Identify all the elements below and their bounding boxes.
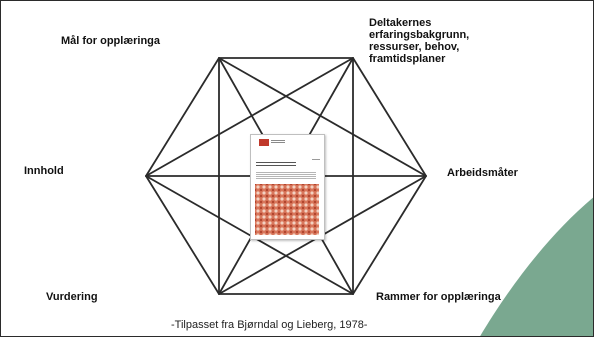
edge-bottomleft-left [145, 175, 220, 295]
edge-right-bottomright [352, 175, 427, 295]
label-participant-background: Deltakernes erfaringsbakgrunn, ressurser… [369, 17, 470, 65]
document-logo-lines [271, 140, 285, 141]
diagonal-left-bottomright [145, 175, 354, 295]
source-caption: -Tilpasset fra Bjørndal og Lieberg, 1978… [171, 319, 368, 331]
document-title-lines [256, 162, 296, 163]
document-cover-pattern [255, 184, 319, 235]
diagonal-topleft-right [218, 57, 427, 177]
logo-icon [259, 139, 269, 146]
label-framework: Rammer for opplæringa [376, 291, 501, 303]
edge-left-topleft [145, 57, 220, 177]
edge-topright-right [352, 57, 427, 177]
label-goals: Mål for opplæringa [61, 35, 160, 47]
document-thumbnail [250, 134, 325, 240]
diagonal-topright-left [145, 57, 354, 177]
accent-green-shape [480, 197, 593, 336]
document-body-lines [256, 172, 316, 173]
document-date-line [312, 159, 320, 160]
label-methods: Arbeidsmåter [447, 167, 518, 179]
label-content: Innhold [24, 165, 64, 177]
label-assessment: Vurdering [46, 291, 98, 303]
